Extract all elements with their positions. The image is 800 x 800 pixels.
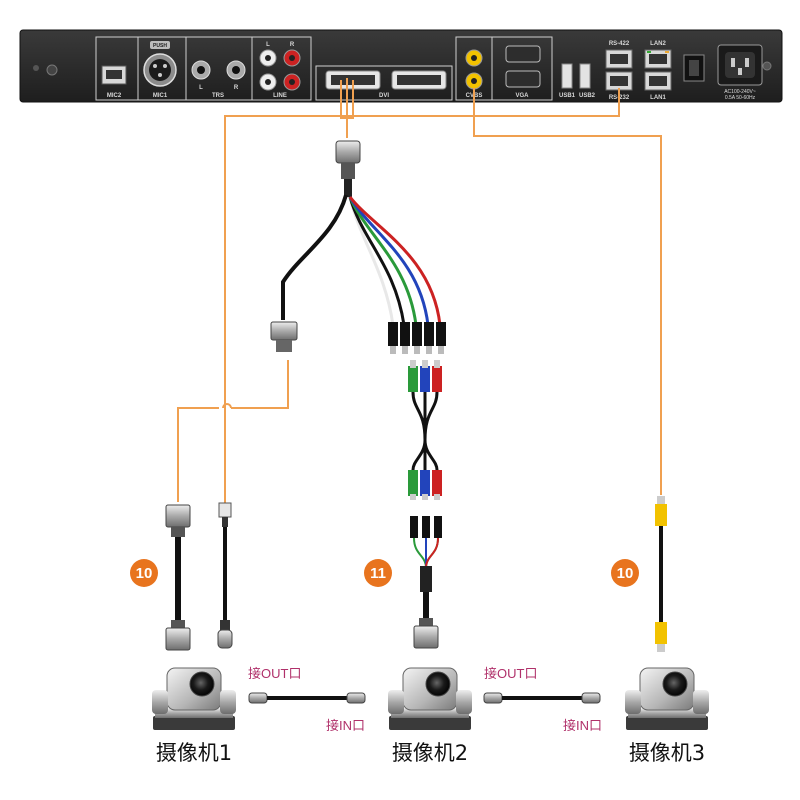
line-label: LINE bbox=[273, 93, 287, 99]
badge-middle: 11 bbox=[364, 559, 392, 587]
screw-icon bbox=[33, 65, 39, 71]
camera-3 bbox=[625, 667, 709, 730]
usb2-label: USB2 bbox=[579, 93, 596, 99]
screw-icon bbox=[762, 61, 772, 71]
camera1-vga-cable bbox=[165, 504, 191, 651]
camera3-cvbs-cable bbox=[655, 496, 667, 652]
power-inlet bbox=[717, 44, 763, 86]
camera2-component-cable bbox=[410, 516, 442, 649]
rs422-label: RS-422 bbox=[609, 41, 630, 47]
mic1-label: MIC1 bbox=[153, 93, 168, 99]
trs-r-label: R bbox=[234, 85, 239, 91]
screw-icon bbox=[46, 64, 58, 76]
svg-text:11: 11 bbox=[370, 565, 386, 582]
svg-text:10: 10 bbox=[617, 565, 634, 582]
out-label-1: 接OUT口 bbox=[248, 666, 301, 681]
camera-2-label: 摄像机2 bbox=[392, 741, 468, 765]
camera1-control-cable bbox=[217, 502, 233, 649]
line-l-label: L bbox=[266, 42, 270, 48]
power-switch bbox=[683, 54, 705, 82]
power-rating-line1: AC100-240V~ bbox=[724, 89, 756, 95]
out-label-2: 接OUT口 bbox=[484, 666, 537, 681]
device-rear-panel: MIC2 PUSH MIC1 L R TRS L R bbox=[19, 29, 783, 103]
vga-label: VGA bbox=[515, 93, 529, 99]
trs-ports bbox=[191, 60, 246, 80]
rs-ports bbox=[605, 49, 633, 91]
lan-ports bbox=[644, 49, 672, 91]
camera-1 bbox=[152, 667, 236, 730]
camera-3-label: 摄像机3 bbox=[629, 741, 705, 765]
usb-ports bbox=[561, 63, 591, 89]
orange-wiring bbox=[177, 78, 662, 505]
lan1-label: LAN1 bbox=[650, 95, 666, 101]
vga-ports bbox=[505, 45, 541, 88]
dvi-label: DVI bbox=[379, 93, 389, 99]
line-rca-ports bbox=[259, 49, 301, 91]
mic2-label: MIC2 bbox=[107, 93, 122, 99]
lan2-label: LAN2 bbox=[650, 41, 666, 47]
badge-left: 10 bbox=[130, 559, 158, 587]
camera-1-label: 摄像机1 bbox=[156, 741, 232, 765]
trs-l-label: L bbox=[199, 85, 203, 91]
cvbs-ports bbox=[465, 49, 483, 90]
usb1-label: USB1 bbox=[559, 93, 576, 99]
trs-label: TRS bbox=[212, 93, 224, 99]
line-r-label: R bbox=[290, 42, 295, 48]
mic1-push-label: PUSH bbox=[153, 43, 167, 49]
mic1-xlr-port bbox=[143, 41, 177, 87]
svg-text:10: 10 bbox=[136, 565, 153, 582]
badge-right: 10 bbox=[611, 559, 639, 587]
power-rating-line2: 0.5A 50-60Hz bbox=[725, 95, 756, 101]
mic2-port bbox=[101, 65, 127, 85]
chain-cable-1-2 bbox=[248, 692, 366, 704]
component-cable bbox=[408, 360, 442, 500]
in-label-2: 接IN口 bbox=[563, 718, 602, 733]
camera-2 bbox=[388, 667, 472, 730]
dvi-breakout-cable bbox=[270, 140, 446, 354]
in-label-1: 接IN口 bbox=[326, 718, 365, 733]
chain-cable-2-3 bbox=[483, 692, 601, 704]
